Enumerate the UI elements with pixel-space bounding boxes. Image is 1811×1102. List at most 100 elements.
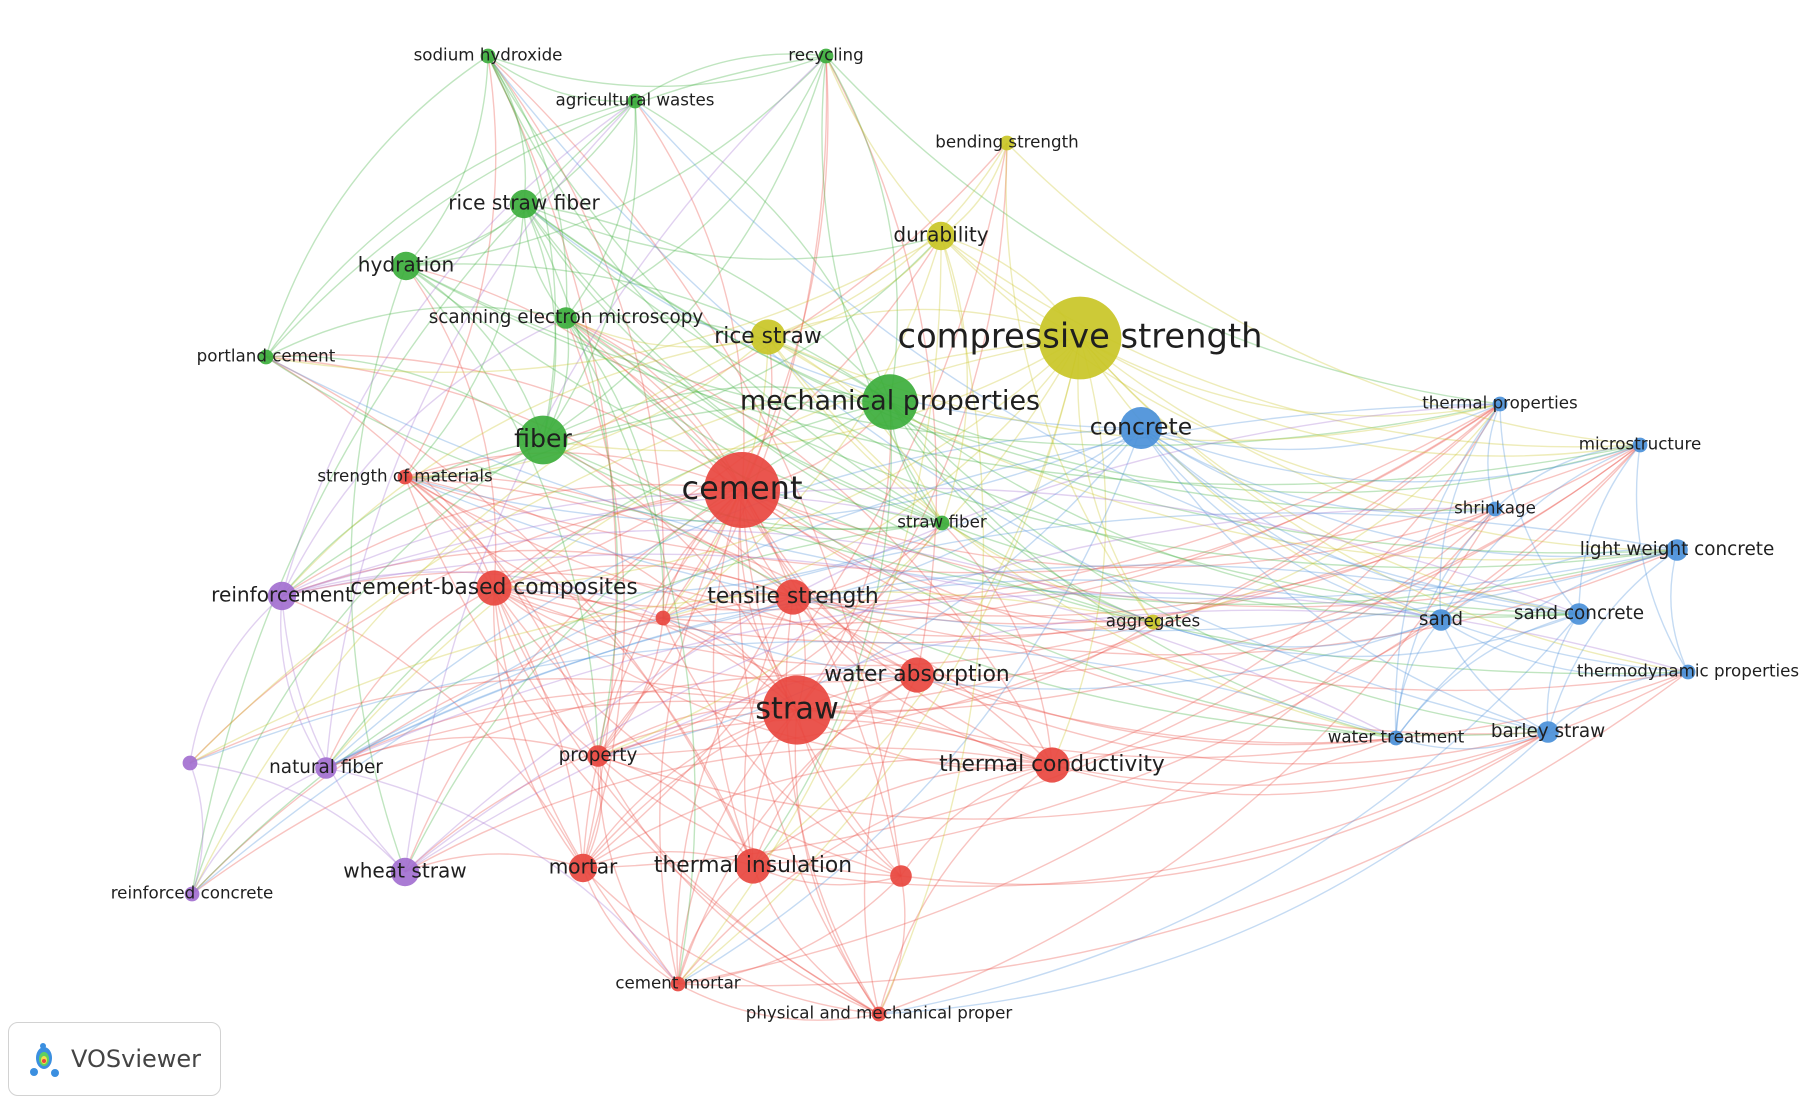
label-reinforcement[interactable]: reinforcement xyxy=(211,583,353,607)
label-barley-straw[interactable]: barley straw xyxy=(1491,721,1605,742)
label-sand[interactable]: sand xyxy=(1419,609,1463,630)
label-natural-fiber[interactable]: natural fiber xyxy=(269,757,383,778)
label-light-weight-concrete[interactable]: light weight concrete xyxy=(1580,539,1775,560)
label-straw-fiber[interactable]: straw fiber xyxy=(897,512,987,532)
label-sodium-hydroxide[interactable]: sodium hydroxide xyxy=(414,45,563,65)
node-hydration[interactable] xyxy=(391,251,421,281)
node-sand[interactable] xyxy=(1430,609,1452,631)
node-durability[interactable] xyxy=(926,221,956,251)
link-thermal_conductivity-thermodynamic_properties xyxy=(1051,671,1689,786)
label-thermal-insulation[interactable]: thermal insulation xyxy=(654,853,852,878)
vosviewer-badge[interactable]: VOSviewer xyxy=(8,1022,221,1096)
node-mechanical-properties[interactable] xyxy=(862,374,918,430)
node-water-treatment[interactable] xyxy=(1388,730,1404,746)
label-water-treatment[interactable]: water treatment xyxy=(1328,727,1465,747)
label-reinforced-concrete[interactable]: reinforced concrete xyxy=(111,883,274,903)
node-physical-mechanical[interactable] xyxy=(871,1006,887,1022)
label-sand-concrete[interactable]: sand concrete xyxy=(1514,603,1644,624)
label-mortar[interactable]: mortar xyxy=(549,855,618,879)
node-wheat-straw[interactable] xyxy=(390,857,420,887)
label-rice-straw[interactable]: rice straw xyxy=(714,324,821,349)
node-rice-straw-fiber[interactable] xyxy=(509,189,539,219)
node-scanning-electron[interactable] xyxy=(555,307,577,329)
label-bending-strength[interactable]: bending strength xyxy=(935,132,1078,152)
label-property[interactable]: property xyxy=(559,745,638,766)
label-water-absorption[interactable]: water absorption xyxy=(824,662,1009,687)
node-light-weight-concrete[interactable] xyxy=(1666,539,1688,561)
node-aggregates[interactable] xyxy=(1145,614,1161,630)
label-cement[interactable]: cement xyxy=(682,469,803,507)
link-fiber-reinforced_concrete xyxy=(191,439,544,895)
node-purple-a[interactable] xyxy=(182,755,198,771)
node-strength-of-materials[interactable] xyxy=(397,469,413,485)
node-straw-fiber[interactable] xyxy=(934,515,950,531)
label-cement-mortar[interactable]: cement mortar xyxy=(615,973,740,993)
node-bending-strength[interactable] xyxy=(999,135,1015,151)
node-cement-based-composites[interactable] xyxy=(476,570,512,606)
label-cement-based-composites[interactable]: cement-based composites xyxy=(350,575,637,600)
node-natural-fiber[interactable] xyxy=(315,757,337,779)
node-thermal-properties[interactable] xyxy=(1492,396,1508,412)
label-straw[interactable]: straw xyxy=(755,692,838,727)
label-aggregates[interactable]: aggregates xyxy=(1106,611,1201,631)
node-fiber[interactable] xyxy=(518,415,568,465)
label-thermal-conductivity[interactable]: thermal conductivity xyxy=(939,752,1165,777)
label-rice-straw-fiber[interactable]: rice straw fiber xyxy=(448,191,600,215)
node-mortar[interactable] xyxy=(568,853,598,883)
node-recycling[interactable] xyxy=(818,48,834,64)
label-hydration[interactable]: hydration xyxy=(358,253,454,277)
label-thermal-properties[interactable]: thermal properties xyxy=(1422,393,1578,413)
label-wheat-straw[interactable]: wheat straw xyxy=(343,859,466,883)
node-portland-cement[interactable] xyxy=(258,349,274,365)
label-physical-mechanical[interactable]: physical and mechanical proper xyxy=(746,1003,1013,1023)
link-property-hydration xyxy=(405,265,599,757)
node-microstructure[interactable] xyxy=(1632,437,1648,453)
label-microstructure[interactable]: microstructure xyxy=(1579,434,1702,454)
node-cement-mortar[interactable] xyxy=(670,976,686,992)
node-shrinkage[interactable] xyxy=(1487,501,1503,517)
label-shrinkage[interactable]: shrinkage xyxy=(1454,498,1536,518)
node-red-a[interactable] xyxy=(655,610,671,626)
link-red_a-thermal_properties xyxy=(662,403,1501,625)
label-durability[interactable]: durability xyxy=(893,223,988,247)
node-thermal-conductivity[interactable] xyxy=(1034,747,1070,783)
link-property-natural_fiber xyxy=(325,736,599,769)
label-tensile-strength[interactable]: tensile strength xyxy=(707,584,878,609)
label-recycling[interactable]: recycling xyxy=(788,45,863,65)
label-agricultural-wastes[interactable]: agricultural wastes xyxy=(556,90,715,110)
node-sodium-hydroxide[interactable] xyxy=(480,48,496,64)
node-cement[interactable] xyxy=(704,452,780,528)
link-thermal_insulation-physical_mechanical xyxy=(752,865,880,1015)
node-straw[interactable] xyxy=(762,675,832,745)
link-reinforced_concrete-purple_a xyxy=(189,762,204,895)
node-agricultural-wastes[interactable] xyxy=(627,93,643,109)
label-fiber[interactable]: fiber xyxy=(514,424,572,453)
node-thermal-insulation[interactable] xyxy=(735,848,771,884)
node-reinforcement[interactable] xyxy=(267,581,297,611)
label-strength-of-materials[interactable]: strength of materials xyxy=(317,466,492,486)
label-concrete[interactable]: concrete xyxy=(1090,413,1192,441)
node-thermodynamic-properties[interactable] xyxy=(1680,664,1696,680)
node-tensile-strength[interactable] xyxy=(775,579,811,615)
link-strength_of_materials-microstructure xyxy=(404,444,1641,574)
label-compressive-strength[interactable]: compressive strength xyxy=(898,317,1263,356)
node-red-b[interactable] xyxy=(890,865,912,887)
node-rice-straw[interactable] xyxy=(750,319,786,355)
label-scanning-electron[interactable]: scanning electron microscopy xyxy=(429,307,704,328)
node-barley-straw[interactable] xyxy=(1537,721,1559,743)
link-light_weight_concrete-natural_fiber xyxy=(325,512,1678,769)
label-portland-cement[interactable]: portland cement xyxy=(197,346,336,366)
node-compressive-strength[interactable] xyxy=(1038,296,1122,380)
link-property-red_b xyxy=(597,755,902,877)
label-mechanical-properties[interactable]: mechanical properties xyxy=(740,386,1040,417)
node-concrete[interactable] xyxy=(1120,407,1162,449)
label-thermodynamic-properties[interactable]: thermodynamic properties xyxy=(1577,661,1799,681)
link-cement_mortar-concrete xyxy=(677,427,1142,985)
node-property[interactable] xyxy=(587,745,609,767)
link-thermal_insulation-property xyxy=(597,755,754,867)
node-sand-concrete[interactable] xyxy=(1568,603,1590,625)
node-water-absorption[interactable] xyxy=(899,657,935,693)
node-reinforced-concrete[interactable] xyxy=(184,886,200,902)
